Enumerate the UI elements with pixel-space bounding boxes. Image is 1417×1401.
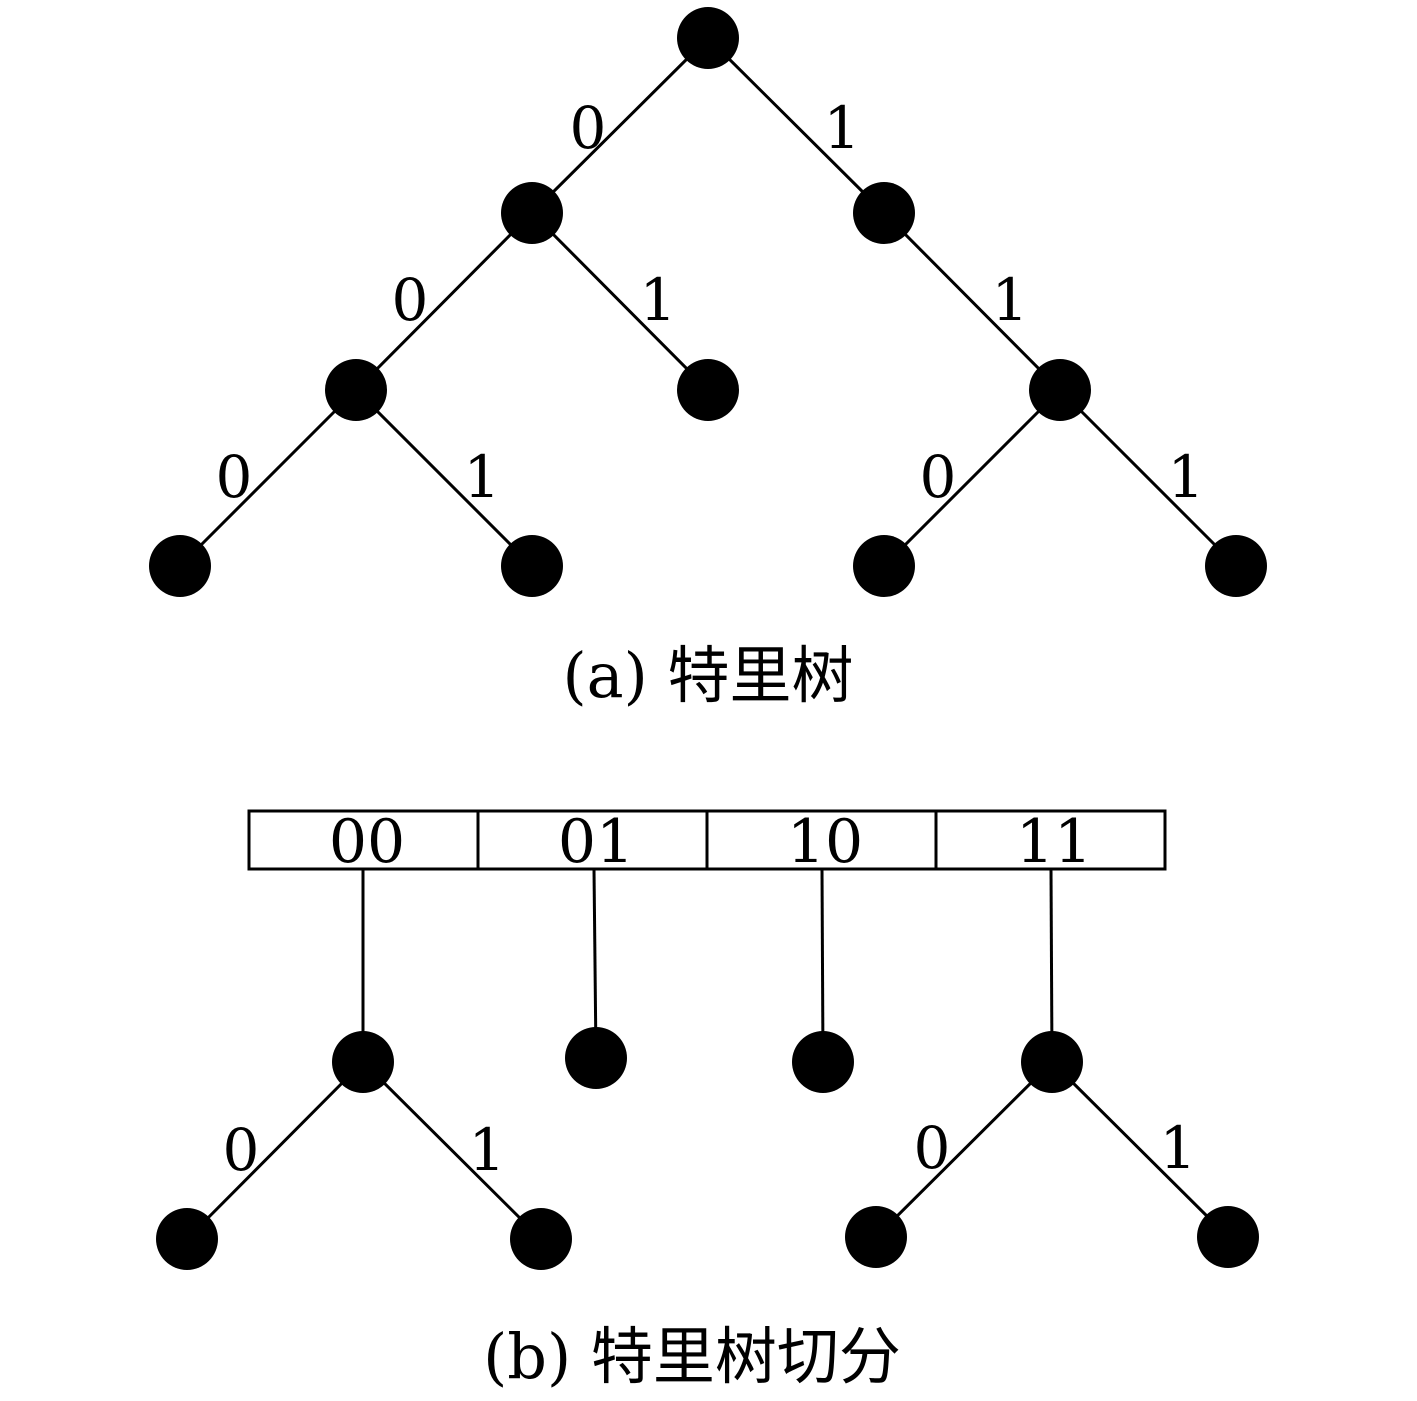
node-001	[501, 535, 563, 597]
edge-label: 0	[914, 1114, 951, 1182]
edge-0-to-01	[530, 211, 710, 392]
edge-00-to-000	[178, 388, 358, 568]
edge-root-to-0	[530, 36, 710, 215]
node-00	[332, 1031, 394, 1093]
node-110	[853, 535, 915, 597]
node-10	[792, 1031, 854, 1093]
caption-a: (a) 特里树	[562, 639, 853, 712]
node-111	[1197, 1206, 1259, 1268]
edge-label: 0	[920, 443, 957, 511]
node-111	[1205, 535, 1267, 597]
edge-label: 1	[640, 266, 677, 334]
node-110	[845, 1206, 907, 1268]
edge-11-to-0	[874, 1060, 1054, 1239]
node-root	[677, 7, 739, 69]
node-000	[149, 535, 211, 597]
edge-label: 1	[464, 443, 501, 511]
edge-label: 1	[469, 1116, 506, 1184]
node-00	[325, 359, 387, 421]
bucket-cell-01	[476, 809, 709, 871]
trie-diagram: 0 1 0 1 0 1 1 0 1 (a) 特里树	[149, 7, 1267, 712]
node-01	[565, 1027, 627, 1089]
bucket-array: 00 01 10 11	[247, 807, 1167, 877]
bucket-cell-10	[705, 809, 938, 871]
node-01	[677, 359, 739, 421]
edge-label: 0	[223, 1116, 260, 1184]
node-11	[1029, 359, 1091, 421]
pointer-11	[1049, 868, 1054, 1063]
edge-00-to-1	[361, 1060, 543, 1241]
edge-label: 1	[824, 94, 861, 162]
edge-label: 0	[216, 443, 253, 511]
edge-label: 1	[1160, 1114, 1197, 1182]
edge-11-to-111	[1058, 388, 1238, 568]
bucket-label: 11	[1016, 807, 1092, 877]
node-0	[501, 182, 563, 244]
edge-00-to-0	[185, 1060, 365, 1241]
edge-11-to-110	[882, 388, 1062, 568]
edge-00-to-001	[354, 388, 534, 568]
edge-label: 0	[570, 94, 607, 162]
bucket-label: 01	[558, 807, 634, 877]
edge-0-to-00	[354, 211, 534, 392]
edge-root-to-1	[706, 36, 886, 215]
edge-label: 1	[1168, 443, 1205, 511]
caption-b: (b) 特里树切分	[483, 1320, 901, 1393]
node-000	[156, 1208, 218, 1270]
edge-label: 0	[392, 266, 429, 334]
edge-label: 1	[992, 266, 1029, 334]
bucket-label: 10	[787, 807, 863, 877]
trie-split-diagram: 00 01 10 11 0 1 0 1 (b) 特里树切分	[156, 807, 1259, 1393]
pointer-01	[592, 868, 598, 1059]
node-001	[510, 1208, 572, 1270]
pointer-10	[820, 868, 825, 1063]
bucket-label: 00	[329, 807, 405, 877]
bucket-cell-11	[934, 809, 1167, 871]
node-1	[853, 182, 915, 244]
node-11	[1021, 1031, 1083, 1093]
edge-1-to-11	[882, 211, 1062, 392]
edge-11-to-1	[1050, 1060, 1230, 1239]
